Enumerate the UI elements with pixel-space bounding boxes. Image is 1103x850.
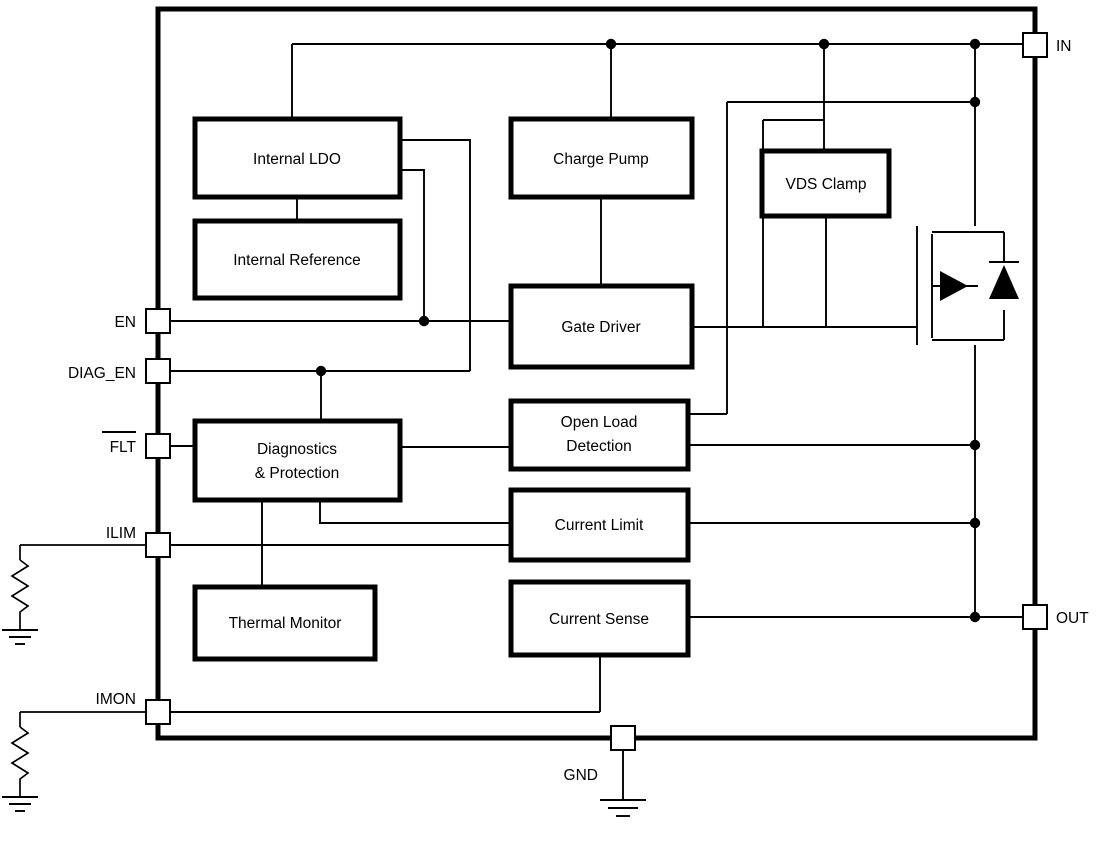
pin-label-gnd: GND: [564, 767, 598, 784]
pin-label-out: OUT: [1056, 610, 1089, 627]
block-current-limit[interactable]: [508, 487, 691, 563]
block-diagnostics-protection[interactable]: [192, 418, 403, 503]
pin-labels: IN OUT EN DIAG_EN FLT ILIM IMON GND: [68, 38, 1089, 784]
pin-square-gnd[interactable]: [610, 725, 636, 751]
pin-square-en[interactable]: [145, 308, 171, 334]
ilim-resistor-zigzag: [10, 559, 30, 630]
pin-square-in[interactable]: [1022, 32, 1048, 58]
mosfet-body-diode-triangle: [989, 265, 1019, 299]
block-gate-driver[interactable]: [508, 283, 695, 370]
block-label-diagnostics-line1: Diagnostics: [257, 441, 337, 458]
pin-label-ilim: ILIM: [106, 525, 136, 542]
power-mosfet: [916, 226, 1019, 345]
pin-label-imon: IMON: [96, 691, 136, 708]
wire-diagnostics-to-current-limit: [319, 500, 511, 524]
ilim-resistor: [2, 544, 158, 645]
block-label-current-sense: Current Sense: [549, 611, 649, 628]
pin-label-en: EN: [114, 314, 136, 331]
block-label-gate-driver: Gate Driver: [561, 319, 640, 336]
mosfet-substrate-arrow: [940, 271, 968, 301]
block-label-internal-reference: Internal Reference: [233, 252, 361, 269]
junction-in-drain: [969, 38, 981, 50]
block-label-vds-clamp: VDS Clamp: [786, 176, 867, 193]
junction-out-current-sense: [969, 611, 981, 623]
junction-in-vds-clamp: [818, 38, 830, 50]
wire-ldo-to-en: [400, 169, 425, 321]
block-internal-ldo[interactable]: [192, 116, 403, 200]
block-label-charge-pump: Charge Pump: [553, 151, 649, 168]
junction-secondary-rail: [969, 96, 981, 108]
pin-square-out[interactable]: [1022, 604, 1048, 630]
pin-label-diag-en: DIAG_EN: [68, 365, 136, 382]
wire-ldo-to-diag-en: [400, 139, 471, 371]
block-label-thermal-monitor: Thermal Monitor: [229, 615, 342, 632]
pin-label-flt: FLT: [110, 439, 137, 456]
block-open-load-detection[interactable]: [508, 398, 691, 472]
pin-squares: [145, 32, 1048, 751]
block-thermal-monitor[interactable]: [192, 584, 378, 662]
block-vds-clamp[interactable]: [759, 148, 892, 219]
junction-en: [418, 315, 430, 327]
junction-in-charge-pump: [605, 38, 617, 50]
pin-square-flt[interactable]: [145, 433, 171, 459]
function-blocks: Internal LDO Internal Reference Charge P…: [192, 116, 892, 662]
block-label-current-limit: Current Limit: [555, 517, 644, 534]
block-label-internal-ldo: Internal LDO: [253, 151, 341, 168]
gnd-symbol: [600, 799, 646, 817]
block-charge-pump[interactable]: [508, 116, 695, 200]
block-internal-reference[interactable]: [192, 218, 403, 301]
block-current-sense[interactable]: [508, 579, 691, 658]
pin-square-imon[interactable]: [145, 699, 171, 725]
block-label-open-load-line1: Open Load: [561, 414, 638, 431]
block-label-open-load-line2: Detection: [566, 438, 631, 455]
pin-square-diag-en[interactable]: [145, 358, 171, 384]
pin-square-ilim[interactable]: [145, 532, 171, 558]
junction-diag-en: [315, 365, 327, 377]
junction-dots: [315, 38, 981, 623]
block-label-diagnostics-line2: & Protection: [255, 465, 339, 482]
junction-out-open-load: [969, 439, 981, 451]
imon-resistor: [2, 711, 158, 812]
pin-label-in: IN: [1056, 38, 1072, 55]
imon-resistor-zigzag: [10, 726, 30, 797]
junction-out-current-limit: [969, 517, 981, 529]
